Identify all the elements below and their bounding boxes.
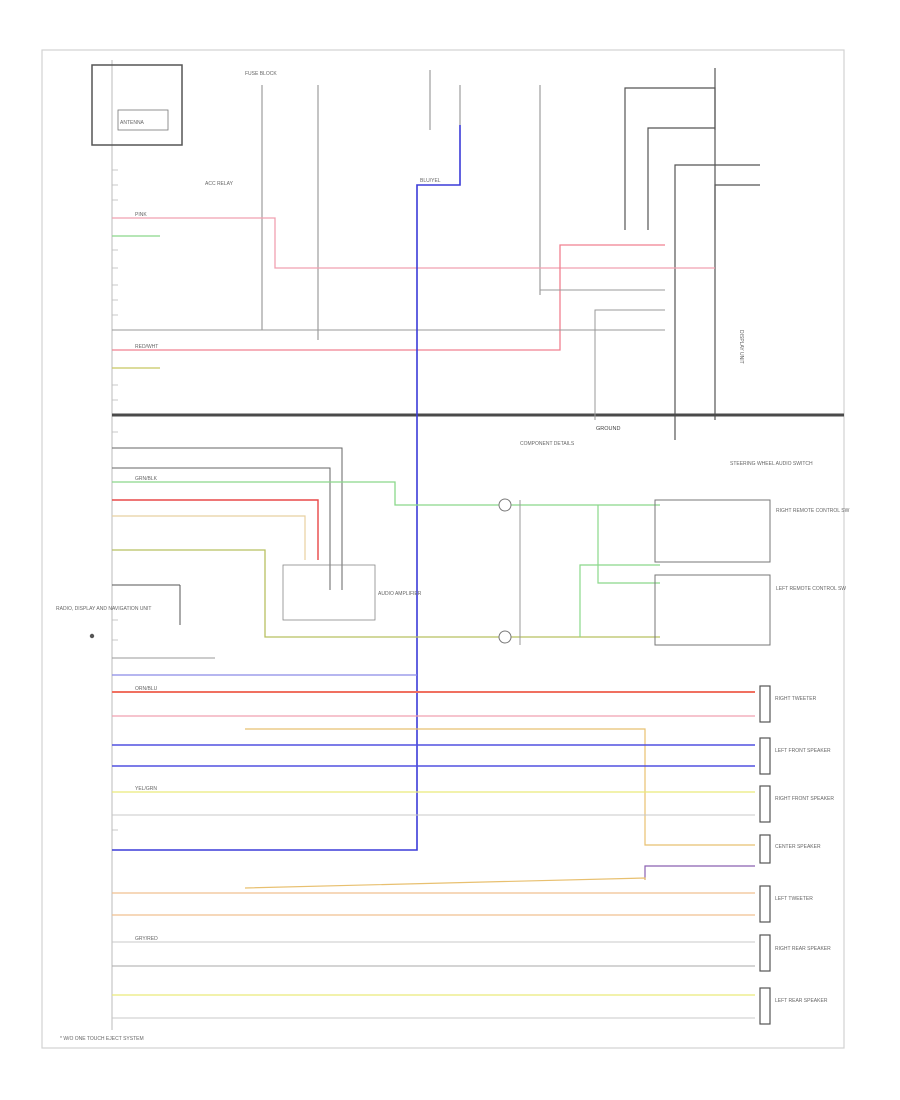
svg-text:RIGHT FRONT SPEAKER: RIGHT FRONT SPEAKER	[775, 796, 834, 802]
svg-text:ANTENNA: ANTENNA	[120, 120, 145, 126]
wire-olive-mid	[112, 549, 660, 638]
speaker-left-tweeter: LEFT TWEETER	[759, 885, 813, 923]
speaker-right-front: RIGHT FRONT SPEAKER	[759, 785, 834, 823]
wire-label-blue: BLU/YEL	[420, 178, 441, 184]
wire-dark-2	[112, 467, 331, 590]
speaker-left-rear: LEFT REAR SPEAKER	[759, 987, 828, 1025]
wire-label-green: GRN/BLK	[135, 476, 158, 482]
wire-label-pink: PINK	[135, 212, 147, 218]
wire-tan-mid	[112, 515, 306, 560]
wire-green-right	[597, 505, 660, 584]
ground-label: GROUND	[596, 426, 620, 432]
svg-text:RIGHT REAR SPEAKER: RIGHT REAR SPEAKER	[775, 946, 831, 952]
wire-red-1	[112, 244, 665, 351]
svg-text:LEFT REAR SPEAKER: LEFT REAR SPEAKER	[775, 998, 828, 1004]
wire-purple	[644, 865, 755, 880]
diagram-frame	[41, 49, 845, 1049]
fuse-drops	[261, 70, 541, 340]
right-relay-box	[624, 68, 760, 440]
left-switch-label: LEFT REMOTE CONTROL SW	[776, 586, 846, 592]
wire-gray-3	[594, 309, 665, 420]
footer-note: * W/O ONE TOUCH EJECT SYSTEM	[60, 1036, 144, 1042]
wire-blue	[112, 125, 461, 851]
right-remote-switch	[654, 499, 771, 563]
wire-tan-tweeter	[244, 877, 646, 889]
wire-label-red: RED/WHT	[135, 344, 158, 350]
svg-text:CENTER SPEAKER: CENTER SPEAKER	[775, 844, 821, 850]
wire-red-mid	[112, 499, 319, 560]
module-pin-dot	[89, 633, 95, 639]
wire-tan-center	[245, 728, 755, 846]
module-pin-ticks	[112, 169, 118, 831]
clock-spring-upper	[498, 498, 512, 512]
svg-text:LEFT FRONT SPEAKER: LEFT FRONT SPEAKER	[775, 748, 831, 754]
svg-text:RIGHT TWEETER: RIGHT TWEETER	[775, 696, 817, 702]
left-remote-switch	[654, 574, 771, 646]
wire-label-yellow: YEL/GRN	[135, 786, 157, 792]
wire-label-gray: GRY/RED	[135, 936, 158, 942]
wire-label-orange: ORN/BLU	[135, 686, 158, 692]
wire-green-lower	[579, 564, 660, 637]
speaker-left-front: LEFT FRONT SPEAKER	[759, 737, 831, 775]
display-unit-label: DISPLAY UNIT	[738, 330, 744, 364]
speaker-right-rear: RIGHT REAR SPEAKER	[759, 934, 831, 972]
speaker-center: CENTER SPEAKER	[759, 834, 821, 864]
antenna-block: ANTENNA	[91, 64, 183, 146]
steering-switch-label: STEERING WHEEL AUDIO SWITCH	[730, 461, 813, 467]
audio-amp-box	[282, 564, 376, 621]
right-switch-label: RIGHT REMOTE CONTROL SW	[776, 508, 850, 514]
relay-label: ACC RELAY	[205, 181, 234, 187]
audio-amp-label: AUDIO AMPLIFIER	[378, 591, 422, 597]
wire-pink	[112, 217, 715, 269]
clock-spring-lower	[498, 630, 512, 644]
connector-note: COMPONENT DETAILS	[520, 441, 575, 447]
svg-text:LEFT TWEETER: LEFT TWEETER	[775, 896, 813, 902]
wire-dark-1	[112, 447, 343, 590]
fuse-block-label: FUSE BLOCK	[245, 71, 277, 77]
speaker-right-tweeter: RIGHT TWEETER	[759, 685, 817, 723]
wire-green-mid	[112, 481, 660, 506]
module-label: RADIO, DISPLAY AND NAVIGATION UNIT	[56, 606, 151, 612]
